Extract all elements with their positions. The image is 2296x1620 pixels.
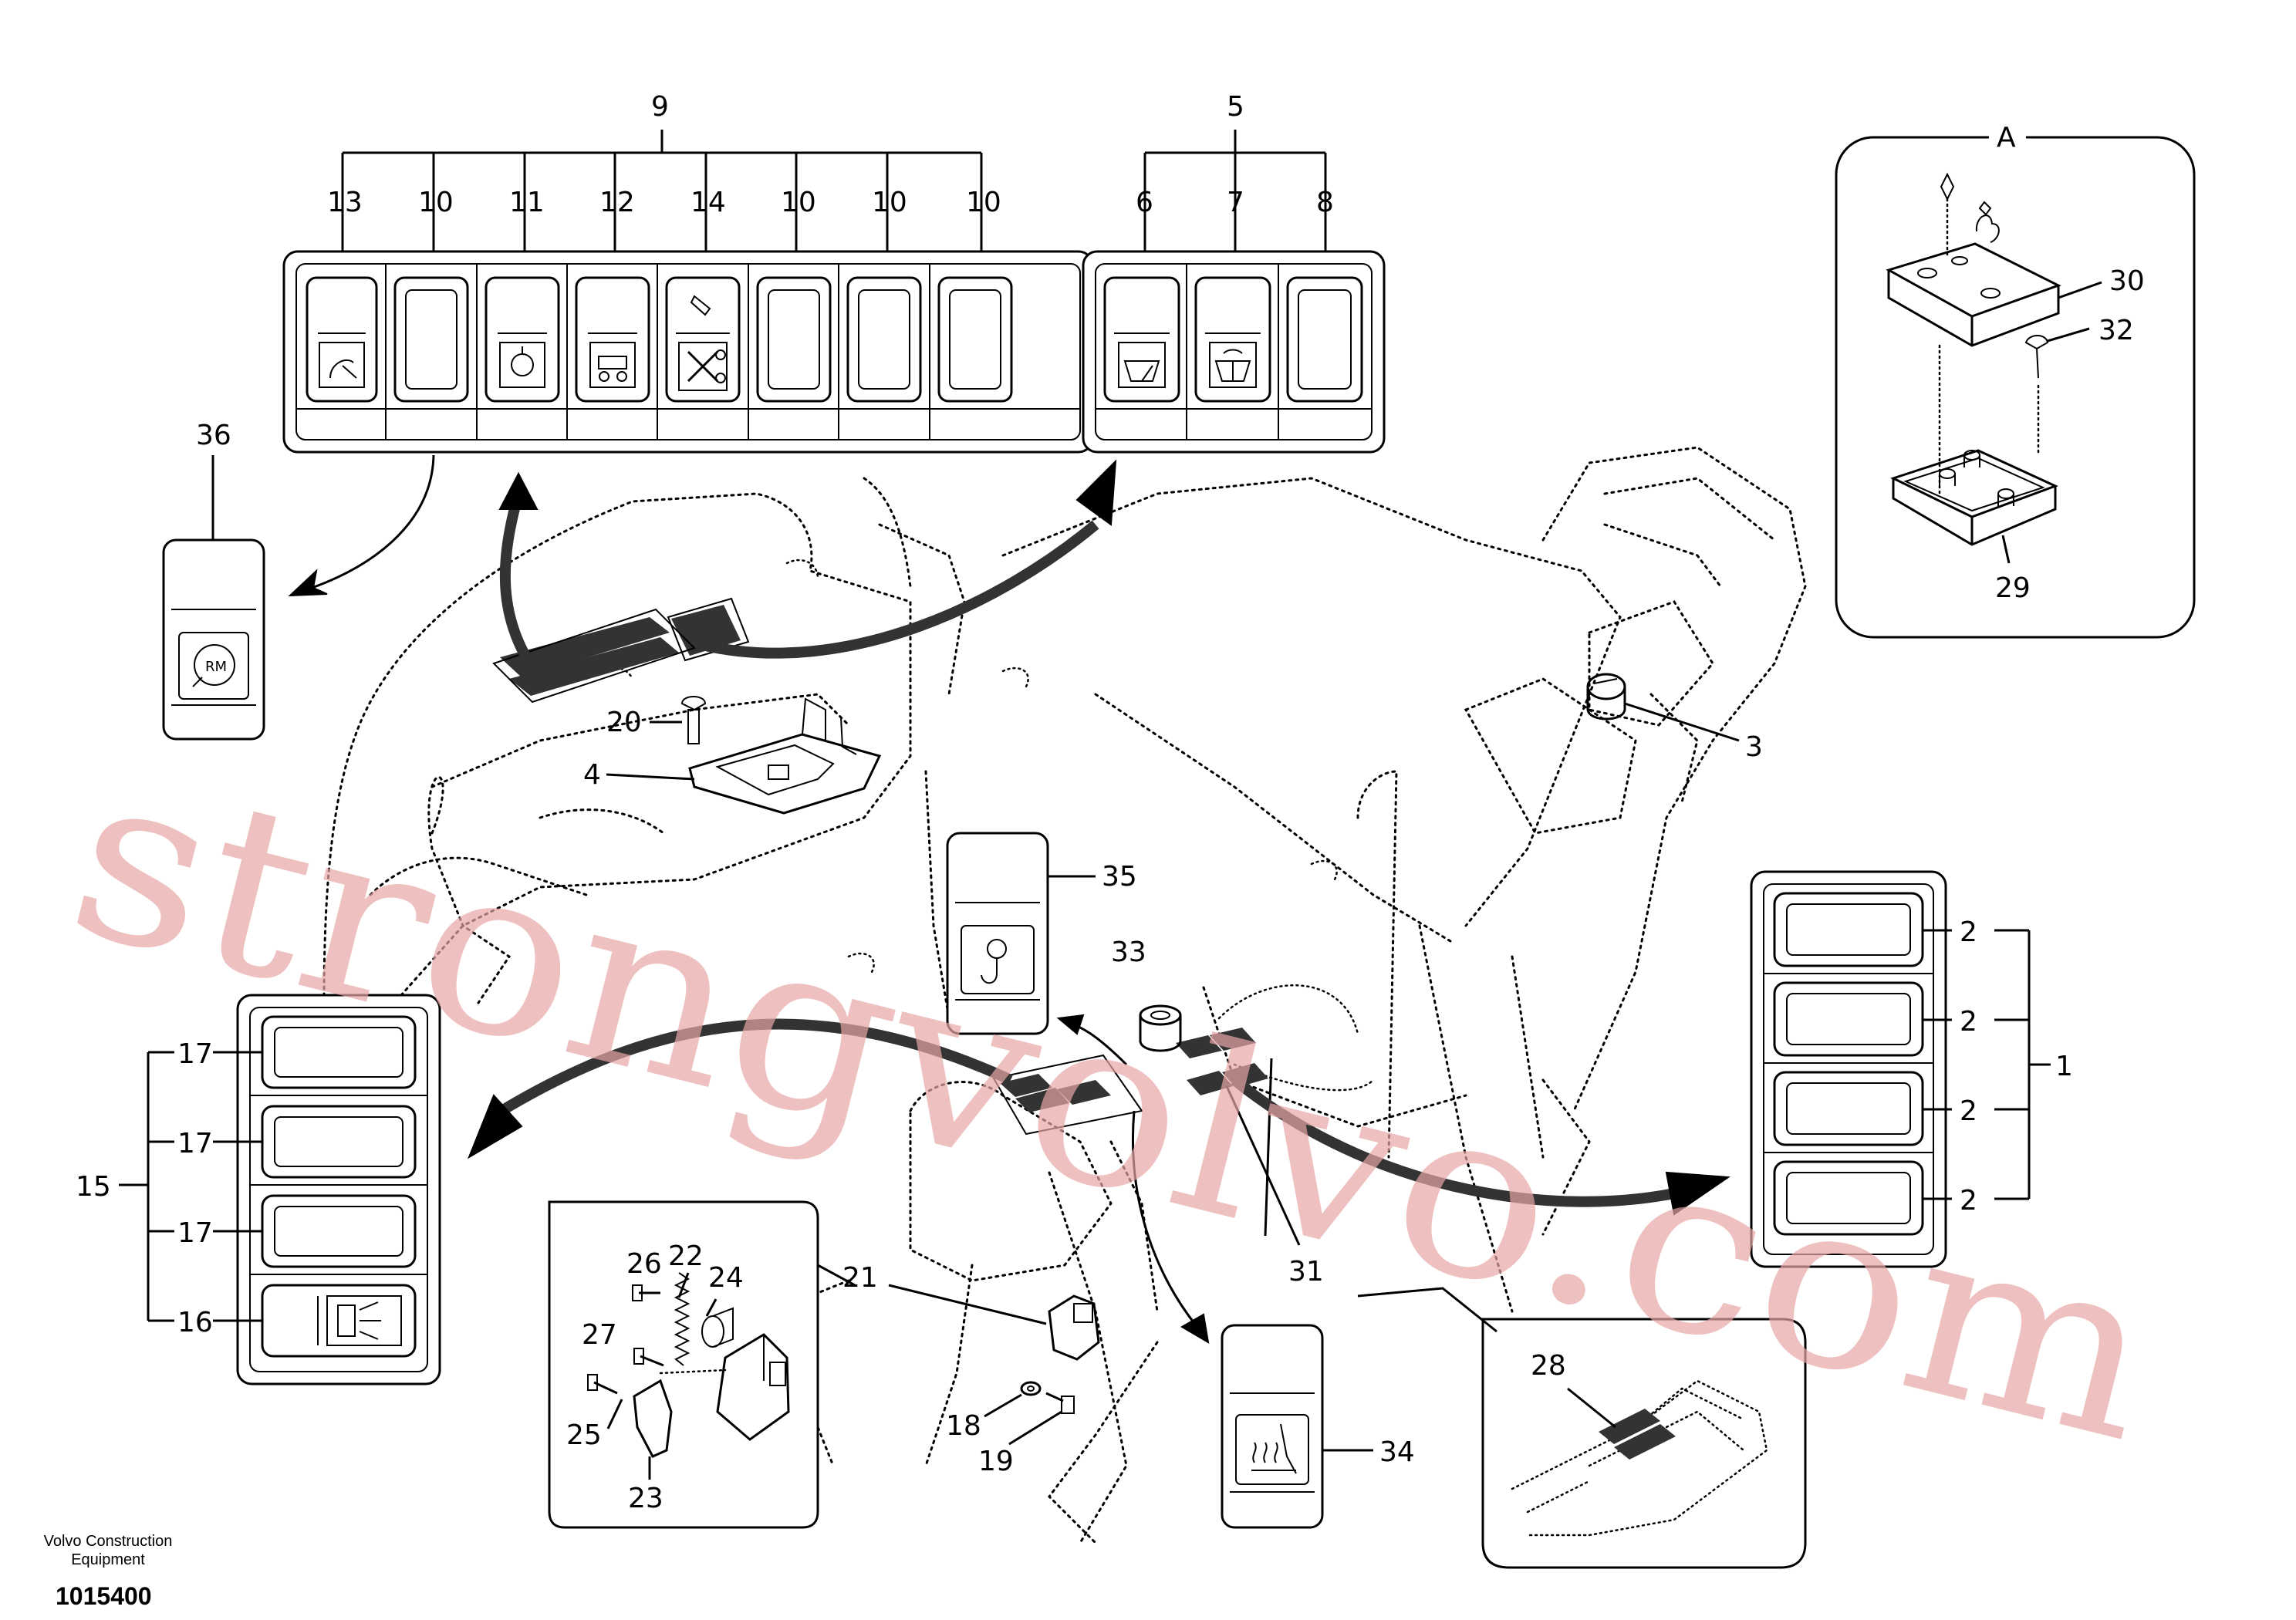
callout-32: 32 <box>2098 315 2134 346</box>
detail-28 <box>1357 1287 1807 1569</box>
callout-31: 31 <box>1288 1256 1324 1288</box>
switch-panel-1 <box>1750 870 2051 1268</box>
console-switch-group-center <box>992 1028 1268 1136</box>
switch-cluster-28 <box>1599 1409 1676 1460</box>
washer-18 <box>984 1381 1042 1418</box>
callout-17b: 17 <box>177 1128 213 1159</box>
switch-34 <box>1221 1324 1373 1529</box>
switch-panel-5 <box>1082 250 1386 454</box>
callout-1: 1 <box>2055 1051 2073 1082</box>
callout-13: 13 <box>327 187 363 218</box>
callout-4: 4 <box>583 759 601 791</box>
scissors-icon <box>676 295 730 391</box>
machine-icon <box>588 332 637 388</box>
hook-icon <box>981 939 1007 984</box>
callout-30: 30 <box>2109 265 2145 297</box>
washer-icon <box>1205 332 1261 388</box>
callout-17a: 17 <box>177 1038 213 1070</box>
footer: Volvo Construction Equipment 1015400 <box>44 1533 173 1610</box>
arrows <box>288 454 1730 1344</box>
callout-33: 33 <box>1111 937 1146 968</box>
lamp-icon <box>317 1295 402 1346</box>
switch-36: RM <box>162 455 265 741</box>
callout-20: 20 <box>606 707 642 738</box>
callout-23: 23 <box>628 1483 663 1514</box>
plug-33 <box>1139 1004 1182 1052</box>
socket-3 <box>1586 673 1740 742</box>
callout-28: 28 <box>1531 1350 1566 1382</box>
callout-21: 21 <box>842 1262 878 1294</box>
callout-34: 34 <box>1379 1436 1415 1468</box>
switch-35 <box>946 832 1096 1035</box>
work-light-icon <box>318 332 366 388</box>
callout-5: 5 <box>1227 91 1244 123</box>
callout-26: 26 <box>626 1248 662 1280</box>
callout-14: 14 <box>690 187 726 218</box>
callout-8: 8 <box>1316 187 1334 218</box>
callout-29: 29 <box>1995 572 2031 604</box>
callout-10c: 10 <box>872 187 907 218</box>
callout-27: 27 <box>582 1319 617 1351</box>
switch-panel-15 <box>119 994 441 1385</box>
callout-16: 16 <box>177 1307 213 1338</box>
console-switch-group-top <box>492 597 750 704</box>
company-line-2: Equipment <box>71 1551 145 1568</box>
callout-2d: 2 <box>1960 1185 1977 1217</box>
callout-2c: 2 <box>1960 1095 1977 1127</box>
detail-21 <box>548 1200 856 1529</box>
drawing-number: 1015400 <box>56 1582 152 1610</box>
callout-19: 19 <box>978 1446 1014 1477</box>
callout-10a: 10 <box>418 187 454 218</box>
bracket-5 <box>1143 130 1327 251</box>
callout-7: 7 <box>1227 187 1244 218</box>
seat-heater-icon <box>1251 1423 1297 1474</box>
wiper-icon <box>1114 332 1170 388</box>
callout-35: 35 <box>1102 861 1137 893</box>
engine-preheat-icon: RM <box>192 644 235 687</box>
callout-18: 18 <box>946 1410 981 1442</box>
callout-2b: 2 <box>1960 1006 1977 1038</box>
engine-icon <box>498 332 547 388</box>
svg-text:RM: RM <box>205 659 227 675</box>
callout-11: 11 <box>509 187 545 218</box>
knob-21 <box>888 1284 1100 1361</box>
callout-10d: 10 <box>966 187 1001 218</box>
callout-24: 24 <box>708 1262 744 1294</box>
bracket-4 <box>606 697 882 815</box>
callout-6: 6 <box>1136 187 1153 218</box>
callout-15: 15 <box>76 1171 111 1203</box>
bolt-20 <box>650 696 707 744</box>
detail-a <box>1835 120 2196 639</box>
callout-3: 3 <box>1745 731 1763 763</box>
callout-9: 9 <box>651 91 669 123</box>
bracket-9 <box>341 130 983 251</box>
callout-10b: 10 <box>781 187 816 218</box>
company-line-1: Volvo Construction <box>44 1533 173 1550</box>
callout-17c: 17 <box>177 1217 213 1249</box>
callout-A: A <box>1997 122 2016 154</box>
callout-12: 12 <box>599 187 635 218</box>
bolt-19 <box>1008 1392 1075 1446</box>
switch-panel-9 <box>282 250 1094 454</box>
callout-36: 36 <box>196 420 231 451</box>
callout-25: 25 <box>566 1419 602 1451</box>
callout-22: 22 <box>668 1240 704 1272</box>
leader-31 <box>1225 1058 1301 1246</box>
callout-2a: 2 <box>1960 916 1977 948</box>
callouts: 9 13 10 11 12 14 10 10 10 5 6 7 8 36 20 … <box>76 91 2145 1514</box>
